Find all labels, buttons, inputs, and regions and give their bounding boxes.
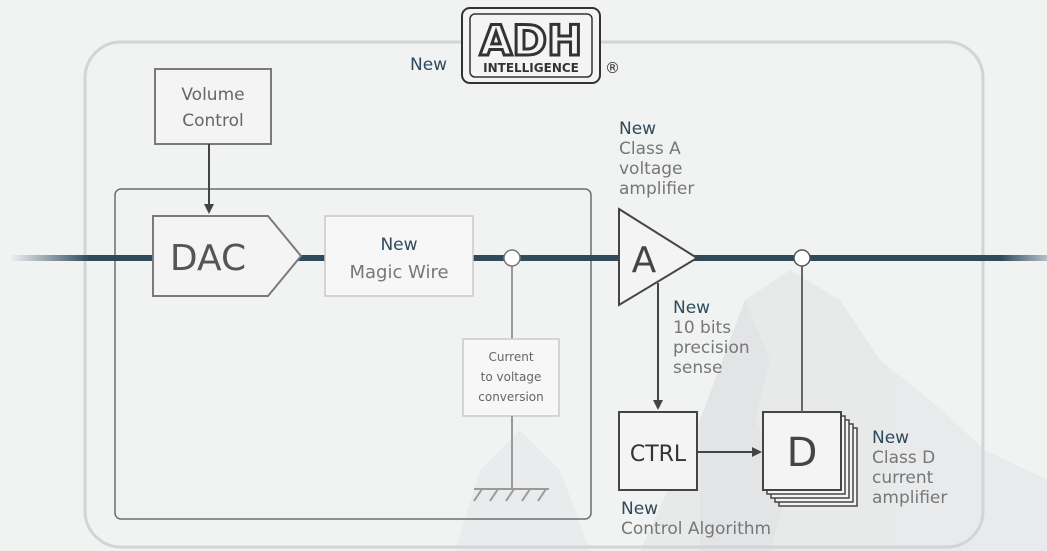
current-to-voltage-block: Current to voltage conversion <box>462 338 560 417</box>
volume-control-line1: Volume <box>181 85 244 105</box>
magic-wire-block: New Magic Wire <box>324 215 474 297</box>
ctv-line1: Current <box>488 350 533 364</box>
class-a-line3: voltage <box>619 159 683 179</box>
class-a-amplifier: A <box>618 207 699 307</box>
class-d-line2: Class D <box>872 448 935 468</box>
magic-wire-label: Magic Wire <box>349 262 448 283</box>
sense-line2: 10 bits <box>673 318 731 338</box>
sense-line3: precision <box>673 338 750 358</box>
logo-registered: ® <box>605 59 620 77</box>
logo-brand-sub: INTELLIGENCE <box>483 61 579 75</box>
ground-icon <box>473 488 549 502</box>
ctrl-label: CTRL <box>630 442 687 467</box>
dac-block: DAC <box>152 215 303 297</box>
class-a-symbol: A <box>632 240 657 281</box>
signal-line <box>10 255 1047 261</box>
class-d-line4: amplifier <box>872 488 947 508</box>
ctv-line3: conversion <box>478 390 544 404</box>
ctrl-new: New <box>621 499 658 519</box>
junction-dot-output <box>793 249 811 267</box>
dac-label: DAC <box>170 238 246 279</box>
class-a-line2: Class A <box>619 139 681 159</box>
sense-line4: sense <box>673 358 722 378</box>
junction-dot-dac <box>503 249 521 267</box>
ctrl-block: CTRL <box>618 411 698 491</box>
sense-new: New <box>673 298 710 318</box>
logo-brand: ADH <box>480 16 583 65</box>
class-d-new: New <box>872 428 909 448</box>
adh-logo: New ADH INTELLIGENCE ® <box>410 7 620 84</box>
class-d-stack: D <box>762 411 858 507</box>
class-a-line4: amplifier <box>619 179 694 199</box>
volume-control-line2: Control <box>182 111 243 131</box>
ctv-line2: to voltage <box>481 370 542 384</box>
class-a-new: New <box>619 119 656 139</box>
class-d-symbol: D <box>787 430 818 476</box>
class-d-line3: current <box>872 468 934 488</box>
magic-wire-new: New <box>380 235 417 255</box>
volume-control-block: Volume Control <box>154 68 272 145</box>
logo-new-label: New <box>410 55 447 75</box>
background-mountain <box>455 270 1047 551</box>
ctrl-caption: Control Algorithm <box>621 519 771 539</box>
dac-module-frame <box>114 188 592 520</box>
